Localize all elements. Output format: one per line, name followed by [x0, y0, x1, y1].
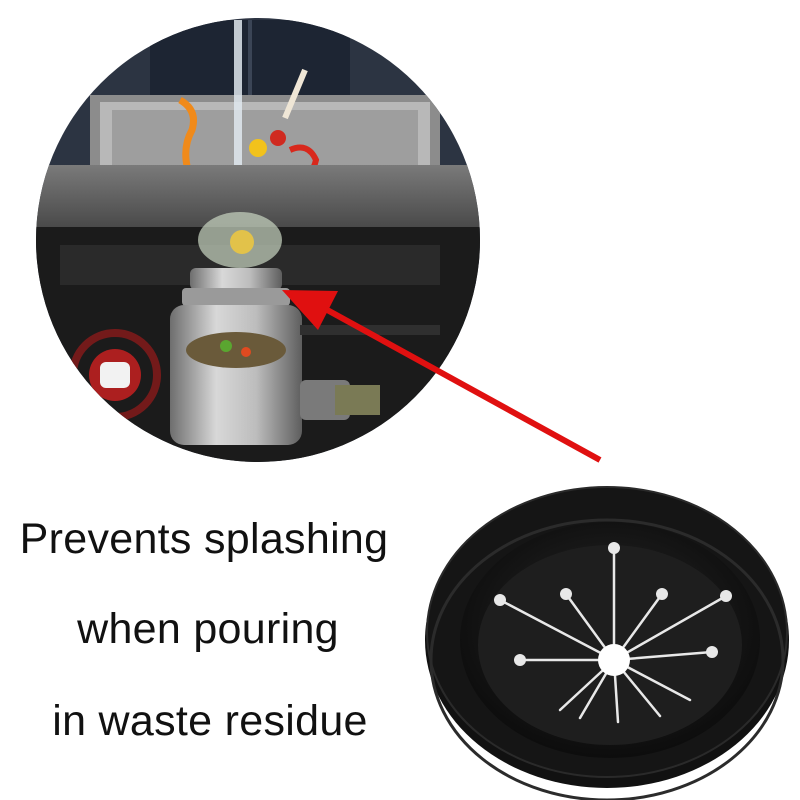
- disposal-body: [170, 305, 302, 445]
- caption-line-1: Prevents splashing: [19, 515, 389, 563]
- food-peel: [178, 96, 197, 171]
- water-stream: [234, 20, 242, 170]
- food-bone: [282, 68, 308, 120]
- sink-scene: [36, 18, 480, 462]
- guard-center-hole: [598, 644, 630, 676]
- caption-line-3: in waste residue: [52, 697, 368, 745]
- caption-line-2: when pouring: [77, 605, 339, 653]
- food-tomato: [270, 130, 286, 146]
- red-arrow-icon: [282, 290, 602, 463]
- guard-slit-ends: [494, 542, 732, 666]
- splash-guard-icon: [425, 486, 789, 800]
- disposal-flange: [190, 268, 282, 290]
